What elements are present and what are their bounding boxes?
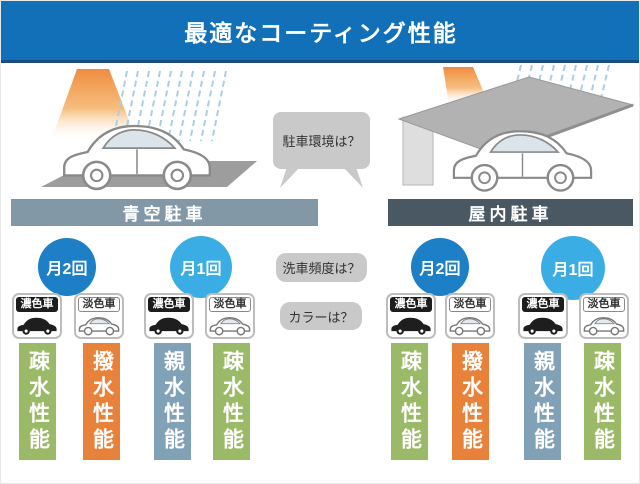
light-car-icon	[78, 317, 120, 336]
outdoor-parking-illustration	[41, 69, 257, 191]
indoor-parking-banner: 屋内駐車	[388, 199, 633, 226]
performance-banner: 疎水性能	[213, 343, 250, 460]
bubble-tail-right	[343, 167, 363, 188]
dark-car-icon	[149, 317, 189, 335]
light-car-icon	[209, 317, 251, 336]
car-type-label: 濃色車	[16, 297, 58, 312]
car-card: 淡色車	[205, 293, 255, 339]
performance-banner: 疎水性能	[19, 343, 56, 460]
performance-banner: 撥水性能	[83, 343, 120, 460]
car-type-label: 淡色車	[78, 297, 120, 312]
light-car-icon	[449, 317, 491, 336]
car-card: 濃色車	[518, 293, 568, 339]
parking-question-bubble: 駐車環境は？	[273, 112, 370, 188]
performance-banner: 撥水性能	[452, 343, 489, 460]
outdoor-parking-banner: 青空駐車	[11, 199, 318, 226]
car-card: 淡色車	[74, 293, 124, 339]
dark-car-icon	[17, 317, 57, 335]
car-card: 濃色車	[144, 293, 194, 339]
indoor-parking-illustration	[397, 65, 635, 192]
dark-car-icon	[391, 317, 431, 335]
frequency-badge: 月1回	[170, 236, 232, 298]
performance-banner: 疎水性能	[584, 343, 621, 460]
bubble-tail-left	[280, 167, 300, 188]
frequency-badge: 月2回	[411, 238, 469, 296]
car-type-label: 濃色車	[522, 297, 564, 312]
performance-banner: 親水性能	[154, 343, 191, 460]
frequency-question-text: 洗車頻度は？	[282, 261, 361, 276]
car-card: 濃色車	[12, 293, 62, 339]
page-title: 最適なコーティング性能	[184, 19, 458, 46]
sun-beam-icon	[51, 69, 137, 141]
frequency-badge: 月2回	[38, 238, 96, 296]
rain-icon	[112, 70, 227, 142]
frequency-badge: 月1回	[541, 236, 605, 300]
car-type-label: 淡色車	[209, 297, 251, 312]
performance-banner: 親水性能	[524, 343, 561, 460]
dark-car-icon	[523, 317, 563, 335]
performance-banner: 疎水性能	[391, 343, 428, 460]
parking-question-text: 駐車環境は？	[282, 134, 361, 149]
header: 最適なコーティング性能	[1, 1, 639, 63]
car-card: 淡色車	[579, 293, 629, 339]
frequency-question-bubble: 洗車頻度は？	[276, 253, 367, 282]
car-card: 濃色車	[386, 293, 436, 339]
car-type-label: 濃色車	[390, 297, 432, 312]
car-type-label: 濃色車	[148, 297, 190, 312]
car-type-label: 淡色車	[583, 297, 625, 312]
color-question-bubble: カラーは？	[280, 302, 362, 330]
color-question-text: カラーは？	[288, 309, 354, 325]
light-car-icon	[583, 317, 625, 336]
car-type-label: 淡色車	[449, 297, 491, 312]
car-card: 淡色車	[445, 293, 495, 339]
